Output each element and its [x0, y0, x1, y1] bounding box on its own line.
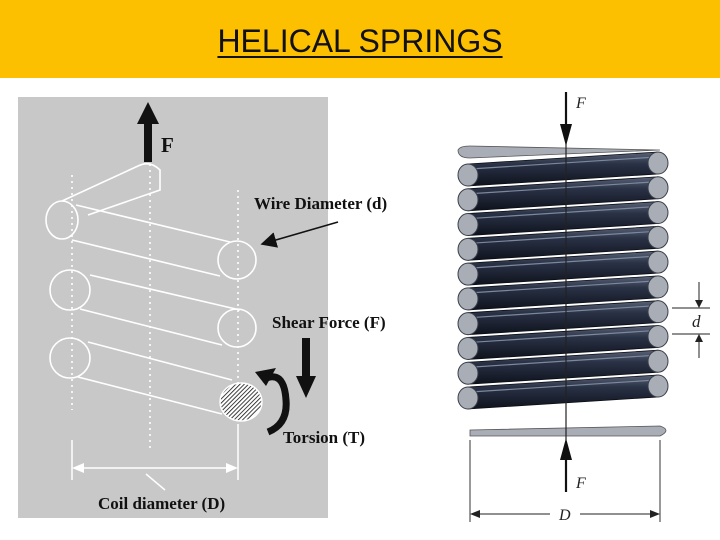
left-spring-diagram: F Wire Diameter (d) Shear Force (F) Tors…	[18, 97, 387, 518]
coil-turn	[457, 275, 669, 311]
coil-diameter-dimension	[71, 425, 239, 480]
axis-lines	[71, 158, 239, 450]
coil-helix-lines	[61, 162, 241, 415]
spring-coils	[457, 151, 669, 410]
coil-turn	[457, 349, 669, 385]
top-force-label: F	[575, 95, 586, 112]
coil-turn	[457, 151, 669, 187]
top-force-arrow	[560, 92, 572, 146]
torsion-arrow	[255, 368, 290, 436]
coil-turn	[457, 374, 669, 410]
left-panel-background	[18, 97, 328, 518]
shear-force-arrow	[296, 338, 316, 398]
coil-turn	[457, 300, 669, 336]
force-arrow-up	[137, 102, 159, 162]
coil-extent-lines	[469, 440, 661, 522]
wire-cross-section	[219, 382, 263, 422]
wire-dim-label: d	[692, 312, 701, 331]
coil-turn	[457, 324, 669, 360]
spring-bottom-end	[469, 425, 667, 437]
coil-dim-label: D	[558, 507, 571, 524]
wire-diameter-leader	[260, 221, 339, 248]
coil-turn	[457, 201, 669, 237]
torsion-label: Torsion (T)	[283, 428, 365, 447]
force-label: F	[161, 133, 174, 157]
bottom-force-arrow	[560, 438, 572, 492]
coil-turn	[457, 176, 669, 212]
slide-title: HELICAL SPRINGS	[217, 23, 503, 59]
wire-dimension	[672, 282, 710, 358]
coil-turn	[457, 250, 669, 286]
title-banner	[0, 0, 720, 78]
right-spring-diagram: F F d D	[457, 92, 710, 524]
spring-top-end	[457, 145, 661, 159]
wire-diameter-label: Wire Diameter (d)	[254, 194, 387, 213]
coil-diameter-leader	[145, 473, 166, 491]
coil-dimension	[470, 510, 660, 518]
shear-force-label: Shear Force (F)	[272, 313, 386, 332]
bottom-force-label: F	[575, 475, 586, 492]
coil-turn	[457, 225, 669, 261]
coil-diameter-label: Coil diameter (D)	[98, 494, 225, 513]
